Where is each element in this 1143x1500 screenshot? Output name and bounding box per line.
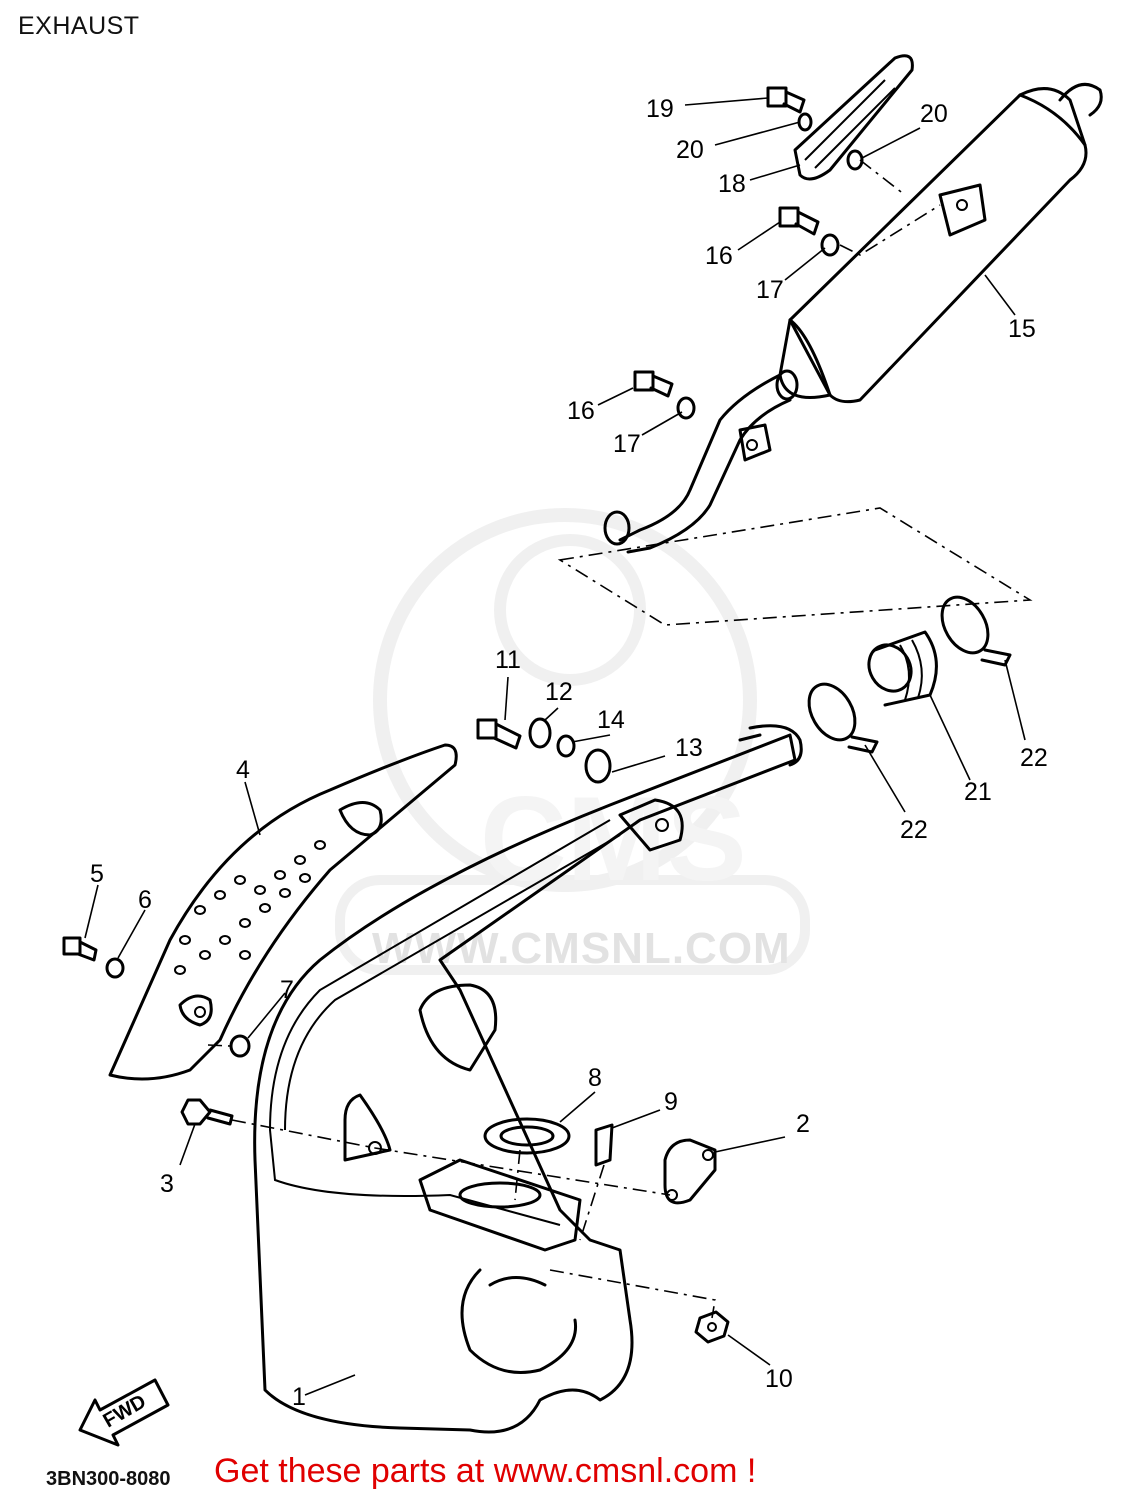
callout-16a[interactable]: 16 bbox=[705, 242, 733, 270]
part-12-washer[interactable] bbox=[528, 717, 552, 749]
callout-19[interactable]: 19 bbox=[646, 95, 674, 123]
callout-22b[interactable]: 22 bbox=[900, 816, 928, 844]
callout-20a[interactable]: 20 bbox=[676, 136, 704, 164]
assembly-plane bbox=[557, 507, 1033, 626]
part-8-gasket[interactable] bbox=[483, 1117, 571, 1155]
fwd-arrow-icon: FWD bbox=[78, 1378, 170, 1447]
part-20-washer-b[interactable] bbox=[846, 149, 864, 171]
callout-16b[interactable]: 16 bbox=[567, 397, 595, 425]
callout-7[interactable]: 7 bbox=[280, 976, 294, 1004]
callout-15[interactable]: 15 bbox=[1008, 315, 1036, 343]
callout-12[interactable]: 12 bbox=[545, 678, 573, 706]
part-13-damper[interactable] bbox=[584, 748, 612, 784]
callout-labels: 1 2 3 4 5 6 7 8 9 10 11 12 13 14 15 16 1… bbox=[90, 95, 1048, 1411]
assembly-line bbox=[231, 1119, 376, 1149]
part-5-bolt[interactable] bbox=[62, 936, 98, 962]
callout-5[interactable]: 5 bbox=[90, 860, 104, 888]
assembly-line bbox=[579, 1164, 605, 1241]
part-17-washer-b[interactable] bbox=[676, 396, 696, 420]
part-22-clamp-b[interactable] bbox=[800, 676, 879, 754]
page-title: EXHAUST bbox=[18, 12, 140, 40]
part-11-bolt[interactable] bbox=[476, 718, 522, 750]
diagram-code: 3BN300-8080 bbox=[46, 1468, 171, 1490]
callout-2[interactable]: 2 bbox=[796, 1110, 810, 1138]
callout-1[interactable]: 1 bbox=[292, 1383, 306, 1411]
part-15-silencer[interactable] bbox=[603, 82, 1103, 554]
callout-9[interactable]: 9 bbox=[664, 1088, 678, 1116]
leader-lines bbox=[84, 97, 1026, 1396]
assembly-line bbox=[839, 204, 941, 256]
callout-20b[interactable]: 20 bbox=[920, 100, 948, 128]
part-17-washer-a[interactable] bbox=[820, 233, 840, 257]
part-21-joint[interactable] bbox=[861, 630, 938, 707]
callout-18[interactable]: 18 bbox=[718, 170, 746, 198]
part-10-nut[interactable] bbox=[694, 1310, 730, 1344]
assembly-line bbox=[859, 159, 906, 196]
callout-13[interactable]: 13 bbox=[675, 734, 703, 762]
part-3-bolt[interactable] bbox=[180, 1098, 234, 1126]
part-20-washer-a[interactable] bbox=[797, 112, 813, 132]
part-14-collar[interactable] bbox=[556, 734, 576, 758]
callout-17b[interactable]: 17 bbox=[613, 430, 641, 458]
assembly-line bbox=[207, 1044, 231, 1047]
part-6-washer[interactable] bbox=[105, 957, 125, 979]
part-1-exhaust-chamber[interactable] bbox=[253, 724, 803, 1434]
part-9-stud[interactable] bbox=[594, 1123, 614, 1167]
part-16-bolt-a[interactable] bbox=[778, 206, 820, 236]
callout-11[interactable]: 11 bbox=[495, 646, 521, 674]
part-4-heat-protector[interactable] bbox=[108, 743, 458, 1081]
callout-6[interactable]: 6 bbox=[138, 886, 152, 914]
promo-link[interactable]: Get these parts at www.cmsnl.com ! bbox=[214, 1452, 757, 1490]
part-18-silencer-guard[interactable] bbox=[793, 54, 914, 181]
assembly-line bbox=[549, 1269, 716, 1319]
callout-4[interactable]: 4 bbox=[236, 756, 250, 784]
callout-8[interactable]: 8 bbox=[588, 1064, 602, 1092]
part-22-clamp-a[interactable] bbox=[933, 589, 1012, 667]
callout-21[interactable]: 21 bbox=[964, 778, 992, 806]
callout-14[interactable]: 14 bbox=[597, 706, 625, 734]
callout-10[interactable]: 10 bbox=[765, 1365, 793, 1393]
assembly-line bbox=[374, 1147, 671, 1196]
part-2-bracket[interactable] bbox=[663, 1138, 717, 1205]
part-19-bolt[interactable] bbox=[766, 86, 806, 114]
assembly-line bbox=[514, 1149, 521, 1201]
callout-3[interactable]: 3 bbox=[160, 1170, 174, 1198]
part-7-collar[interactable] bbox=[229, 1034, 251, 1058]
callout-22a[interactable]: 22 bbox=[1020, 744, 1048, 772]
part-16-bolt-b[interactable] bbox=[633, 370, 674, 398]
callout-17a[interactable]: 17 bbox=[756, 276, 784, 304]
part-4-vent-holes bbox=[174, 840, 326, 975]
